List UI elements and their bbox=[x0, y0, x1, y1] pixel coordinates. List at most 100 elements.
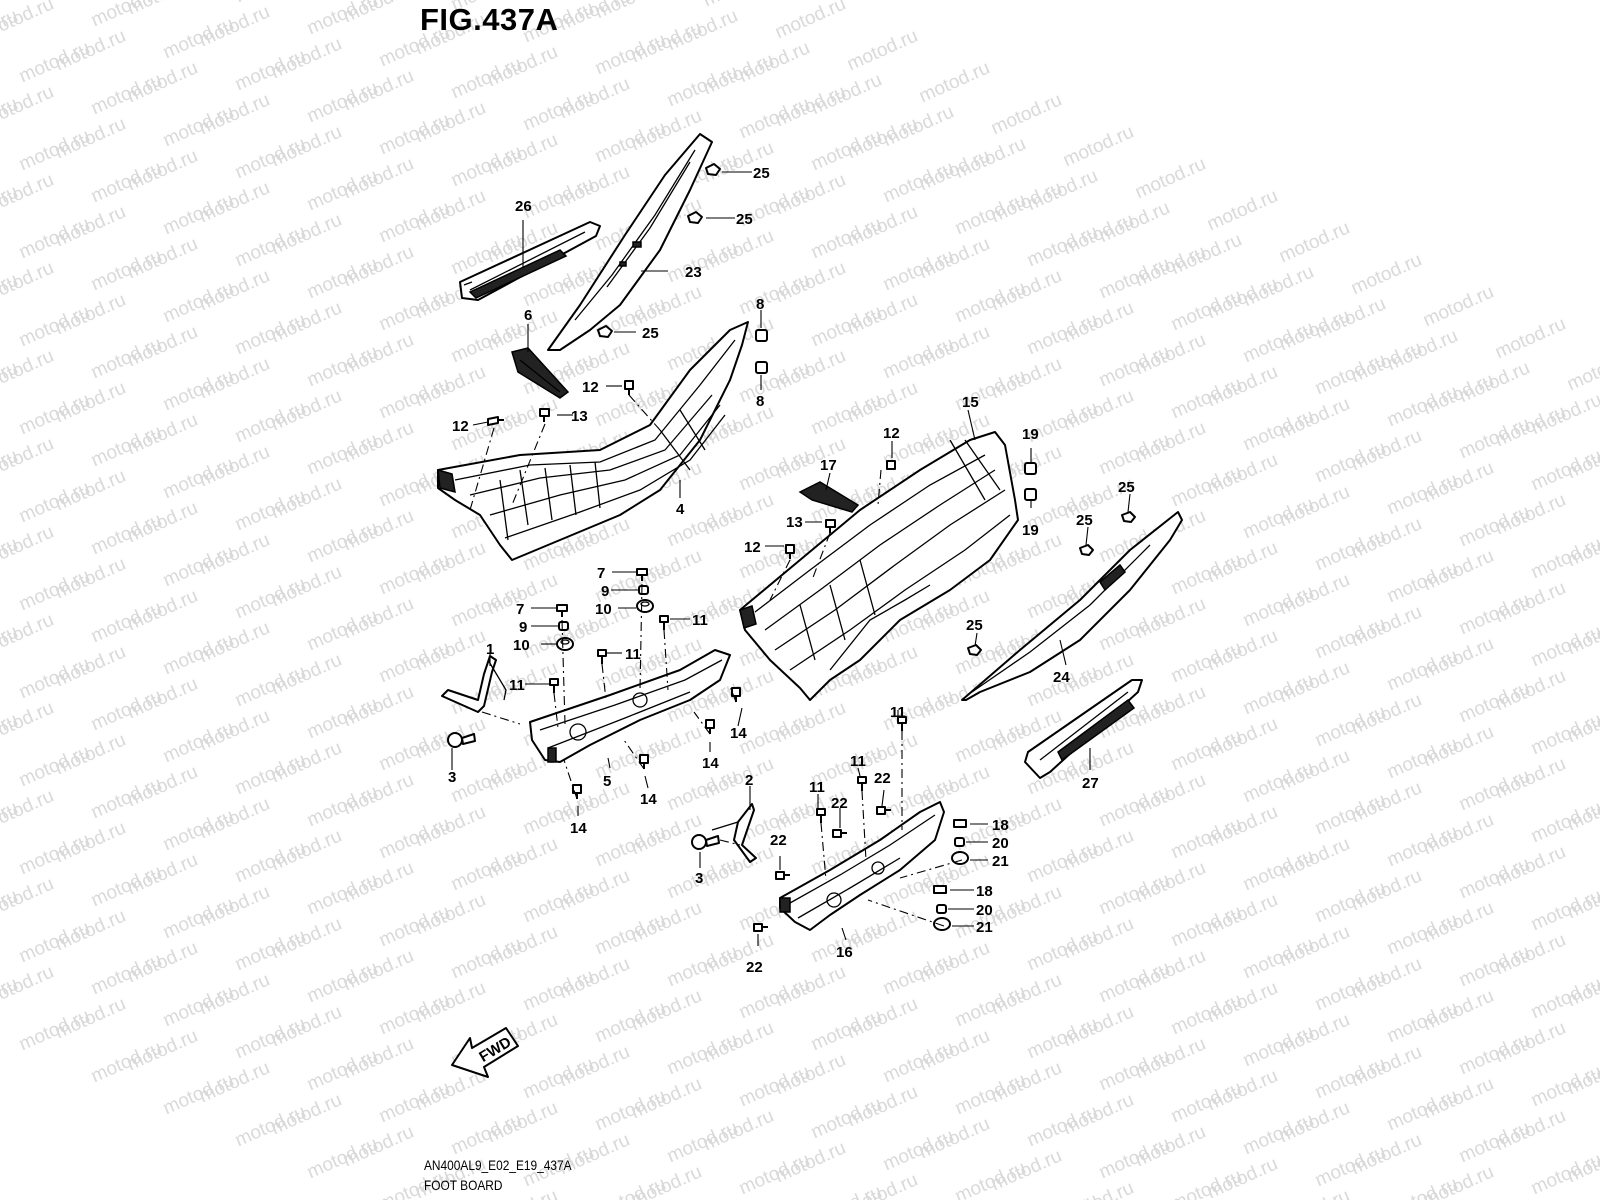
callout-10: 10 bbox=[513, 637, 530, 654]
part-1-bracket bbox=[441, 655, 507, 713]
leader-lines bbox=[451, 171, 1131, 946]
part-25-clip bbox=[1079, 544, 1094, 556]
callout-13: 13 bbox=[786, 514, 803, 531]
callout-21: 21 bbox=[976, 919, 993, 936]
callout-12: 12 bbox=[744, 539, 761, 556]
callout-8: 8 bbox=[756, 393, 764, 410]
callout-20: 20 bbox=[976, 902, 993, 919]
part-11-screw bbox=[597, 649, 607, 664]
callout-27: 27 bbox=[1082, 775, 1099, 792]
callout-16: 16 bbox=[836, 944, 853, 961]
part-4-left-footboard bbox=[437, 321, 749, 561]
callout-2: 2 bbox=[745, 772, 753, 789]
callout-21: 21 bbox=[992, 853, 1009, 870]
part-11-screw bbox=[816, 808, 826, 823]
callout-25: 25 bbox=[736, 211, 753, 228]
callout-labels: 25 25 25 23 26 6 8 8 12 12 13 4 15 12 19… bbox=[448, 165, 1135, 976]
callout-1: 1 bbox=[486, 641, 494, 658]
callout-25: 25 bbox=[753, 165, 770, 182]
part-15-right-footboard bbox=[739, 431, 1019, 701]
part-25-clip bbox=[967, 644, 982, 656]
callout-3: 3 bbox=[448, 769, 456, 786]
callout-3: 3 bbox=[695, 870, 703, 887]
callout-20: 20 bbox=[992, 835, 1009, 852]
part-25-clip bbox=[597, 325, 613, 338]
part-13-screw bbox=[539, 408, 550, 422]
callout-12: 12 bbox=[582, 379, 599, 396]
assembly-lines bbox=[469, 394, 963, 927]
part-9-washer bbox=[638, 585, 649, 595]
callout-22: 22 bbox=[770, 832, 787, 849]
part-12-screw bbox=[785, 544, 795, 559]
part-11-screw bbox=[897, 716, 907, 731]
callout-23: 23 bbox=[685, 264, 702, 281]
part-27-trim-lower-right bbox=[1024, 679, 1143, 779]
part-12-screw bbox=[886, 460, 896, 470]
part-22-screw bbox=[832, 829, 847, 838]
callout-24: 24 bbox=[1053, 669, 1070, 686]
callout-11: 11 bbox=[809, 779, 825, 796]
part-7-screw bbox=[636, 568, 648, 581]
callout-11: 11 bbox=[890, 704, 906, 721]
callout-11: 11 bbox=[850, 753, 866, 770]
part-20-washer bbox=[936, 904, 947, 914]
part-19-nut bbox=[1024, 488, 1037, 501]
callout-22: 22 bbox=[831, 795, 848, 812]
callout-5: 5 bbox=[603, 773, 611, 790]
part-11-screw bbox=[659, 615, 669, 630]
callout-14: 14 bbox=[730, 725, 747, 742]
callout-6: 6 bbox=[524, 307, 532, 324]
callout-11: 11 bbox=[692, 612, 708, 629]
part-25-clip bbox=[687, 211, 703, 224]
figure-code: AN400AL9_E02_E19_437A bbox=[424, 1157, 572, 1173]
callout-10: 10 bbox=[595, 601, 612, 618]
callout-25: 25 bbox=[1118, 479, 1135, 496]
part-9-washer bbox=[558, 621, 569, 631]
callout-9: 9 bbox=[519, 619, 527, 636]
callout-14: 14 bbox=[640, 791, 657, 808]
callout-14: 14 bbox=[702, 755, 719, 772]
part-25-clip bbox=[705, 163, 721, 176]
part-25-clip bbox=[1121, 511, 1136, 523]
callout-4: 4 bbox=[676, 501, 685, 518]
part-10-grommet bbox=[636, 599, 654, 613]
callout-13: 13 bbox=[571, 408, 588, 425]
part-3-bolt bbox=[447, 732, 476, 748]
callout-15: 15 bbox=[962, 394, 979, 411]
callout-25: 25 bbox=[642, 325, 659, 342]
callout-22: 22 bbox=[746, 959, 763, 976]
figure-title: FIG.437A bbox=[420, 2, 559, 37]
callout-22: 22 bbox=[874, 770, 891, 787]
part-12-screw bbox=[487, 416, 504, 426]
callout-19: 19 bbox=[1022, 426, 1039, 443]
callout-7: 7 bbox=[516, 601, 524, 618]
callout-18: 18 bbox=[976, 883, 993, 900]
callout-17: 17 bbox=[820, 457, 837, 474]
callout-14: 14 bbox=[570, 820, 587, 837]
part-8-nut bbox=[755, 329, 768, 342]
callout-8: 8 bbox=[756, 296, 764, 313]
part-14-screw bbox=[705, 719, 715, 734]
callout-12: 12 bbox=[452, 418, 469, 435]
forward-direction-arrow: FWD bbox=[451, 1027, 519, 1078]
part-5-left-under-cover bbox=[529, 649, 731, 763]
part-23-upper-side-cover bbox=[547, 133, 713, 351]
figure-footer: AN400AL9_E02_E19_437A FOOT BOARD bbox=[424, 1155, 572, 1195]
callout-9: 9 bbox=[601, 583, 609, 600]
callout-11: 11 bbox=[625, 646, 641, 663]
callout-19: 19 bbox=[1022, 522, 1039, 539]
part-18-screw bbox=[933, 885, 947, 894]
part-21-grommet bbox=[933, 917, 951, 931]
part-3-bolt bbox=[691, 834, 720, 850]
part-12-screw bbox=[624, 380, 634, 395]
part-11-screw bbox=[857, 776, 867, 791]
part-26-trim-upper-left bbox=[459, 221, 601, 301]
part-11-screw bbox=[549, 678, 559, 693]
part-8-nut bbox=[755, 361, 768, 374]
part-2-bracket bbox=[711, 803, 757, 863]
part-21-grommet bbox=[951, 851, 969, 865]
part-18-screw bbox=[953, 819, 967, 828]
part-7-screw bbox=[556, 604, 568, 617]
